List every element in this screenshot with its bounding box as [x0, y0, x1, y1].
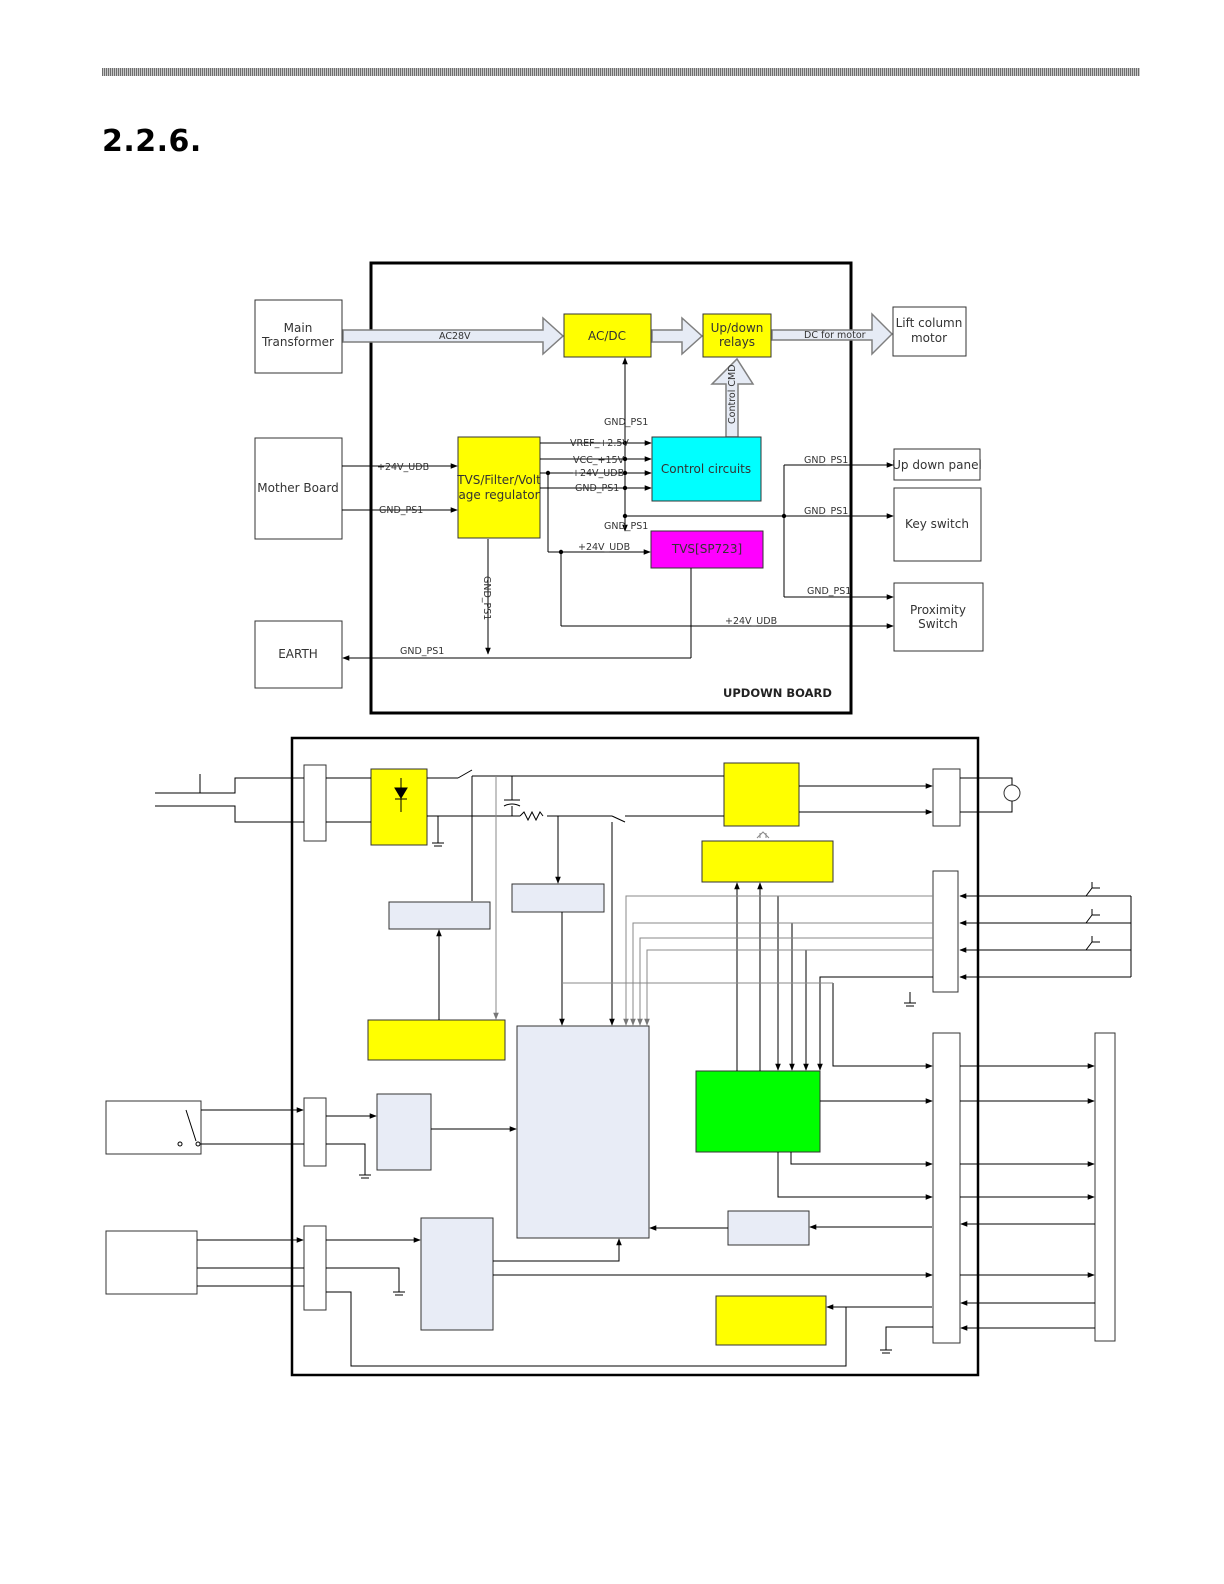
connector-sensor [303, 1225, 327, 1311]
control-cmd-arrow [710, 357, 755, 438]
mother-board-box [254, 437, 343, 540]
control-circuits-box [651, 436, 762, 502]
gnd-ps1-tvs-label: GND_PS1 [604, 521, 648, 532]
tvs-block [715, 1295, 827, 1346]
pale-block-3 [376, 1093, 432, 1171]
tvs-sp723-box [650, 530, 764, 569]
v24-udb-prox-label: +24V_UDB [725, 616, 777, 627]
earth-box [254, 620, 343, 689]
acdc-box [563, 313, 652, 358]
vref-label: VREF_+2.5V [570, 438, 629, 449]
updown-panel-box [893, 448, 981, 481]
acdc-label: AC/DC [588, 329, 626, 343]
ac28v-arrow [342, 316, 565, 356]
header-rule [102, 68, 1140, 76]
acdc-to-relays-arrow [651, 316, 704, 356]
updown-board-frame [369, 261, 853, 715]
mcu-block [516, 1025, 650, 1239]
connector-motor [932, 768, 961, 827]
ac28v-label: AC28V [439, 331, 471, 342]
rectifier-block [370, 768, 428, 846]
control-circuits-label: Control circuits [661, 462, 751, 476]
pale-block-5 [727, 1210, 810, 1246]
external-sensor-box [105, 1230, 198, 1295]
v24-udb-mother-label: +24V_UDB [377, 462, 429, 473]
gnd-ps1-mother-label: GND_PS1 [379, 505, 423, 516]
vcc15-label: VCC_+15V [573, 455, 625, 466]
key-switch-label: Key switch [905, 517, 969, 531]
gnd-ps1-vertical-label: GND_PS1 [481, 576, 492, 620]
connector-buttons [932, 870, 959, 993]
pale-block-4 [420, 1217, 494, 1331]
gnd-ps1-prox-label: GND_PS1 [807, 586, 851, 597]
v24-udb-tvs-label: +24V_UDB [578, 542, 630, 553]
updown-schematic [105, 736, 1132, 1377]
mother-board-label: Mother Board [257, 481, 338, 495]
main-transformer-box [254, 299, 343, 374]
connector-switch [303, 1097, 327, 1167]
proximity-switch-box [893, 582, 984, 652]
schematic-frame [290, 736, 980, 1377]
lift-motor-box [892, 306, 967, 357]
relays-box [702, 313, 772, 358]
connector-power-in [303, 764, 327, 842]
gnd-ps1-panel-label: GND_PS1 [804, 455, 848, 466]
v24-udb-control-label: +24V_UDB [572, 468, 624, 479]
green-control-block [695, 1070, 821, 1153]
pale-block-2 [511, 883, 605, 913]
key-switch-box [893, 487, 982, 562]
earth-label: EARTH [278, 647, 318, 661]
pale-block-1 [388, 901, 491, 930]
dc-motor-label: DC for motor [804, 330, 866, 341]
regulator-block [367, 1019, 506, 1061]
connector-main [932, 1032, 961, 1344]
section-number: 2.2.6. [102, 124, 202, 159]
relay-block [723, 762, 800, 827]
gnd-ps1-acdc-label: GND_PS1 [604, 417, 648, 428]
control-cmd-label: Control CMD [727, 364, 738, 424]
gnd-ps1-key-label: GND_PS1 [804, 506, 848, 517]
connector-external [1094, 1032, 1116, 1342]
dc-motor-arrow [771, 312, 894, 356]
gnd-ps1-control-label: GND_PS1 [575, 483, 619, 494]
updown-board-label: UPDOWN BOARD [723, 686, 832, 700]
diode-symbol [394, 778, 408, 812]
tvs-filter-box [457, 436, 541, 539]
tvs-sp723-label: TVS[SP723] [671, 542, 742, 556]
motor-symbol [1003, 784, 1021, 802]
updown-panel-label: Up down panel [892, 458, 982, 472]
external-switch-box [105, 1100, 202, 1155]
relay-driver-block [701, 840, 834, 883]
gnd-ps1-earth-label: GND_PS1 [400, 646, 444, 657]
